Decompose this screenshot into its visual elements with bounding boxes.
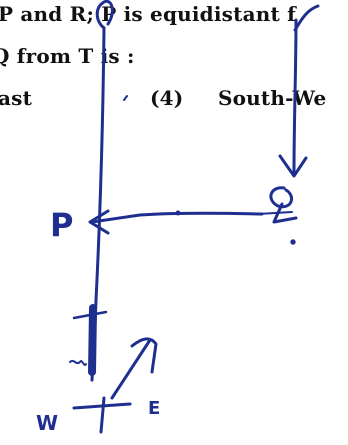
north-squiggle [69, 359, 87, 366]
option-4-number: (4) [150, 86, 184, 110]
question-line-1: P and R; P is equidistant f [0, 2, 296, 26]
horizontal-line [90, 211, 264, 224]
right-vertical-line [292, 18, 298, 174]
arrow-head-p [88, 209, 110, 235]
right-curl [293, 4, 320, 32]
vertical-line-thick-segment [88, 304, 97, 376]
q-underline [257, 211, 293, 215]
label-w: W [36, 411, 58, 435]
q-loop [269, 186, 294, 209]
tick-mark [123, 95, 128, 101]
dot-below-q [290, 239, 296, 245]
diagonal-arrow [110, 338, 152, 400]
label-e: E [148, 398, 160, 419]
cross-tick [72, 310, 108, 320]
option-4-text: South-We [218, 86, 327, 110]
diagonal-arrow-head [130, 337, 158, 374]
dot-mid [175, 210, 181, 216]
question-line-2: Q from T is : [0, 44, 135, 68]
vertical-line-top-curl [95, 0, 114, 30]
arrow-head-q [278, 154, 308, 178]
compass-vertical [99, 396, 106, 434]
option-fragment-east: ast [0, 86, 33, 110]
label-p: P [50, 206, 73, 244]
q-tail [272, 202, 298, 224]
